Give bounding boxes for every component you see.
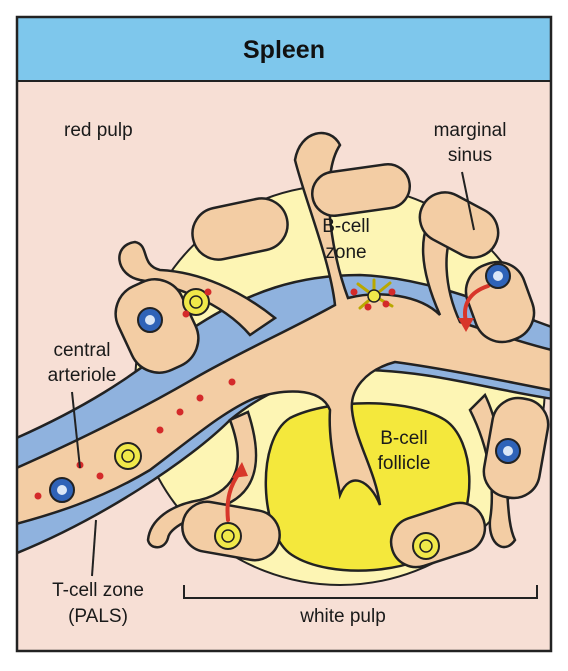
label-t-cell-zone-line2: (PALS)	[68, 606, 128, 627]
blue-cell	[137, 307, 163, 333]
red-dot	[156, 426, 164, 434]
red-dot	[204, 288, 212, 296]
red-dot	[196, 394, 204, 402]
label-red-pulp: red pulp	[64, 120, 133, 141]
label-white-pulp: white pulp	[299, 606, 386, 627]
leader-central-arteriole	[71, 391, 81, 469]
label-t-cell-zone-line1: T-cell zone	[52, 580, 144, 601]
leader-lines	[71, 171, 475, 577]
white-pulp-bracket	[183, 585, 538, 599]
yellow-cell	[182, 288, 210, 316]
yellow-cell	[214, 522, 242, 550]
label-marginal-sinus-line1: marginal	[434, 120, 507, 141]
blue-cell	[495, 438, 521, 464]
blue-cells	[49, 263, 521, 503]
diagram-title: Spleen	[243, 36, 325, 64]
label-b-cell-follicle-line1: B-cell	[380, 428, 428, 449]
leader-t-cell-zone	[91, 519, 97, 577]
yellow-cell	[412, 532, 440, 560]
red-dot	[34, 492, 42, 500]
marginal-sinus-blob	[311, 162, 411, 218]
yellow-cells	[114, 288, 440, 560]
red-dots	[34, 288, 396, 500]
leader-marginal-sinus	[461, 171, 475, 231]
central-arteriole	[17, 131, 551, 525]
red-dot	[176, 408, 184, 416]
red-dot	[382, 300, 390, 308]
marginal-sinus-blob	[464, 260, 536, 344]
label-b-cell-follicle-line2: follicle	[378, 453, 431, 474]
red-dot	[228, 378, 236, 386]
red-dot	[350, 288, 358, 296]
marginal-sinus-blob	[191, 197, 289, 261]
yellow-cell	[114, 442, 142, 470]
label-central-arteriole-line1: central	[53, 340, 110, 361]
blue-cell	[485, 263, 511, 289]
marginal-sinus-blobs	[114, 162, 550, 569]
arrow-head-right	[458, 318, 474, 332]
red-dot	[182, 310, 190, 318]
label-central-arteriole-line2: arteriole	[48, 365, 117, 386]
blue-cell	[49, 477, 75, 503]
arteriole-branch-lower	[146, 410, 258, 549]
label-marginal-sinus-line2: sinus	[448, 145, 492, 166]
red-dot	[96, 472, 104, 480]
label-b-cell-zone-line1: B-cell	[322, 216, 370, 237]
marginal-sinus-blob	[418, 191, 500, 259]
arrow-head-left	[232, 462, 248, 478]
red-dot	[364, 303, 372, 311]
label-b-cell-zone-line2: zone	[325, 242, 366, 263]
red-dot	[388, 288, 396, 296]
flow-arrow-right	[463, 284, 490, 324]
panel-border	[15, 15, 553, 653]
